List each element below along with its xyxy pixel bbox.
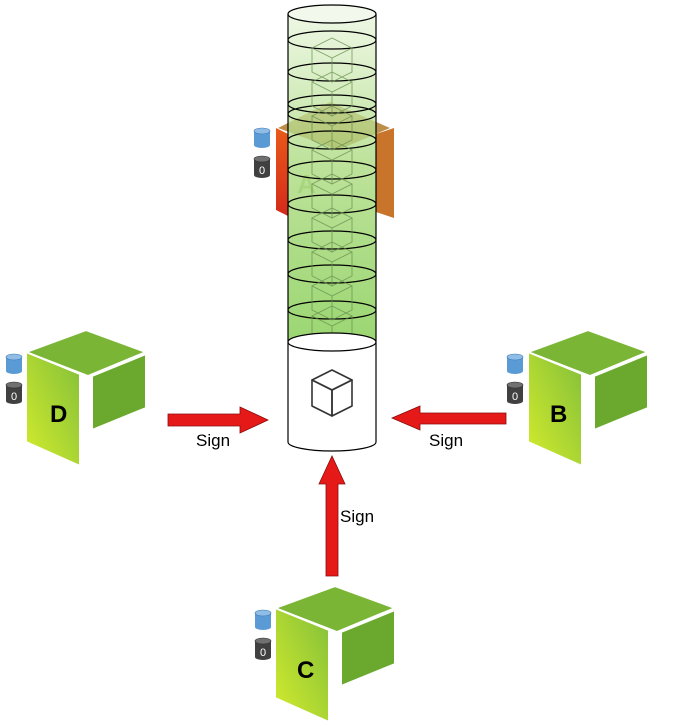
block-cube-icon (311, 369, 353, 417)
node-d: D (23, 328, 149, 468)
node-c-database-icon: 0 (254, 609, 272, 660)
node-b-letter: B (550, 401, 567, 428)
node-c-db-count: 0 (260, 647, 266, 659)
node-d-database-icon: 0 (5, 353, 23, 404)
chain-block-cube-icon (310, 275, 354, 321)
arrow-from-b: Sign (390, 405, 507, 450)
current-block (287, 332, 377, 452)
node-d-letter: D (50, 401, 67, 428)
node-c: C (272, 584, 398, 724)
chain-block-ring (287, 4, 377, 24)
node-a-database-icon: 0 (253, 127, 271, 178)
arrow-from-b-label: Sign (429, 431, 463, 450)
arrow-from-d-label: Sign (196, 431, 230, 450)
node-b: B (525, 328, 651, 468)
chain-block-ring (287, 30, 377, 50)
blockchain-stack (287, 4, 377, 351)
arrow-from-d: Sign (167, 406, 269, 450)
node-b-database-icon: 0 (506, 353, 524, 404)
arrow-from-c: Sign (318, 455, 374, 577)
node-a-db-count: 0 (259, 165, 265, 177)
node-c-letter: C (297, 657, 314, 684)
arrow-from-c-label: Sign (340, 507, 374, 526)
node-b-db-count: 0 (512, 391, 518, 403)
node-d-db-count: 0 (11, 391, 17, 403)
